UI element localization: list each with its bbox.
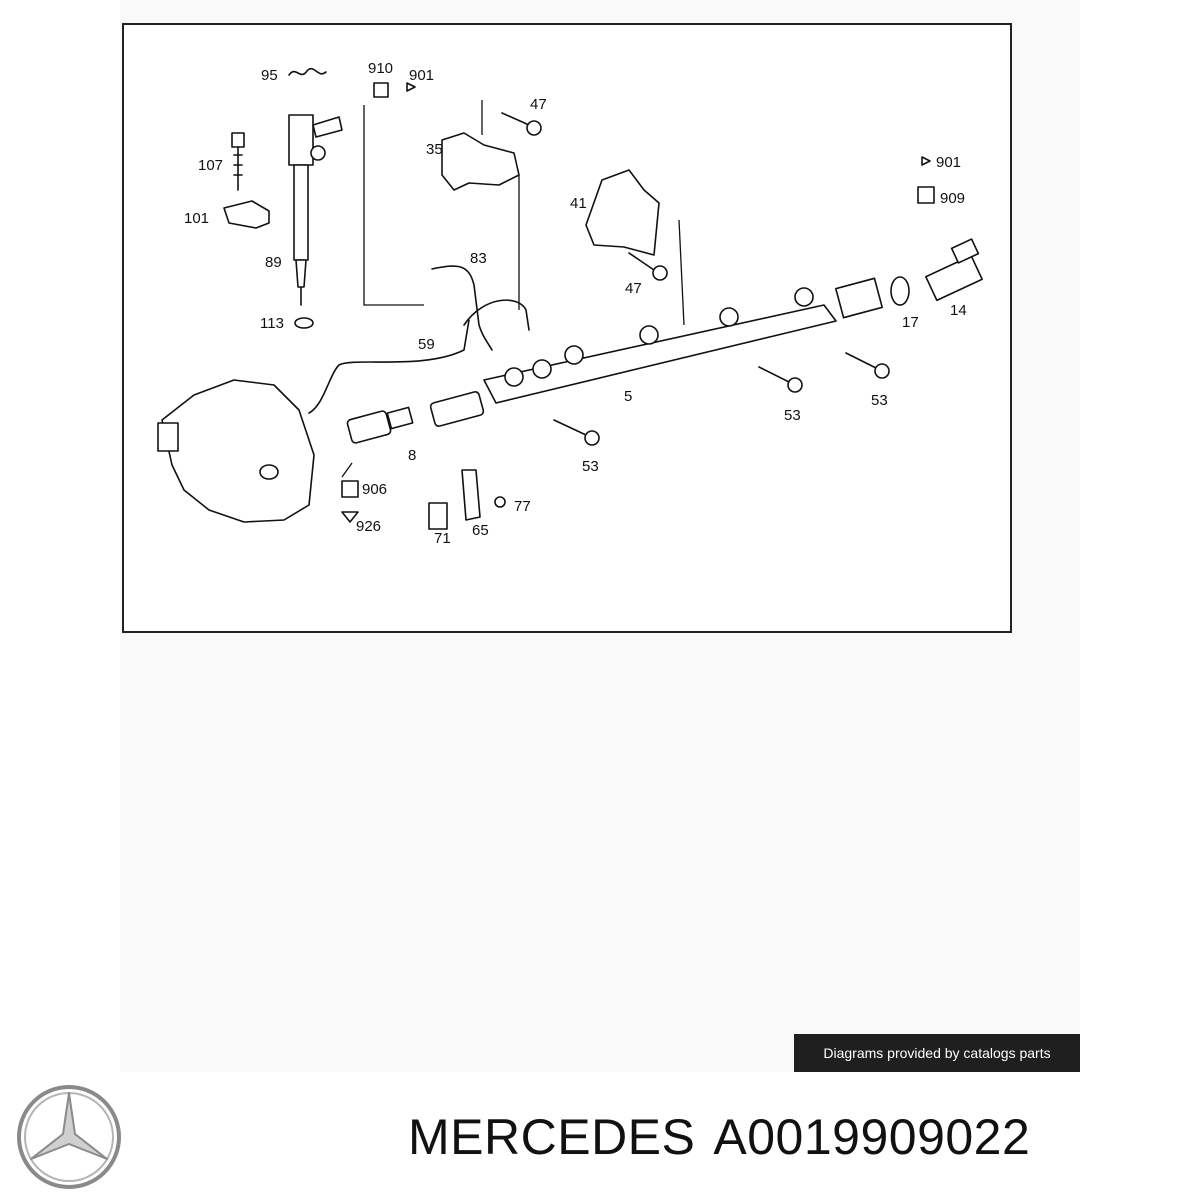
pump-port	[259, 464, 279, 480]
label-901: 901	[409, 67, 434, 84]
bolt-53-a	[553, 419, 600, 446]
label-89: 89	[265, 254, 282, 271]
label-17: 17	[902, 314, 919, 331]
pressure-regulator-14	[925, 238, 983, 302]
label-35: 35	[426, 141, 443, 158]
label-71: 71	[434, 530, 451, 547]
bolt-107	[231, 132, 245, 191]
label-909: 909	[940, 190, 965, 207]
label-8: 8	[408, 447, 416, 464]
label-901: 901	[936, 154, 961, 171]
fuel-line-83	[431, 265, 493, 351]
washer-113	[294, 317, 314, 329]
brand-and-part-number: MERCEDES A0019909022	[408, 1108, 1048, 1166]
o-ring-17	[890, 276, 910, 306]
rail-sensor	[429, 391, 485, 427]
fuel-line-83b	[463, 299, 530, 331]
fuel-rail-5	[483, 277, 884, 404]
label-53: 53	[582, 458, 599, 475]
label-14: 14	[950, 302, 967, 319]
label-926: 926	[356, 518, 381, 535]
high-pressure-pump	[161, 379, 315, 523]
label-53: 53	[784, 407, 801, 424]
credit-text: Diagrams provided by catalogs parts	[823, 1045, 1051, 1061]
label-65: 65	[472, 522, 489, 539]
label-107: 107	[198, 157, 223, 174]
sensor-8	[346, 406, 414, 444]
label-5: 5	[624, 388, 632, 405]
brand-name: MERCEDES	[408, 1109, 696, 1165]
label-906: 906	[362, 481, 387, 498]
bolt-53-b	[758, 366, 803, 393]
pump-connector	[157, 422, 179, 452]
parts-diagram: 95 910 901 47 35 107 101 89 113 83 41 47…	[122, 23, 1012, 633]
clamp-65	[461, 469, 481, 521]
bracket-35	[441, 132, 520, 191]
label-113: 113	[260, 315, 284, 332]
bolt-47-bottom	[628, 252, 668, 281]
callout-labels: 95 910 901 47 35 107 101 89 113 83 41 47…	[184, 60, 967, 547]
seal-901-top	[406, 82, 416, 92]
label-53: 53	[871, 392, 888, 409]
connector-909	[917, 186, 935, 204]
label-41: 41	[570, 195, 587, 212]
seal-901-right	[921, 156, 931, 166]
bolt-53-c	[845, 352, 890, 379]
part-number: A0019909022	[713, 1109, 1031, 1165]
connector-910	[373, 82, 389, 98]
connector-906	[341, 480, 359, 498]
seal-926	[341, 511, 359, 523]
diagram-svg: 95 910 901 47 35 107 101 89 113 83 41 47…	[157, 60, 983, 547]
mercedes-logo-icon	[14, 1082, 124, 1192]
clamp-101	[223, 200, 270, 229]
injector-89	[288, 114, 343, 306]
sleeve-71	[428, 502, 448, 530]
label-101: 101	[184, 210, 209, 227]
bolt-47-top	[501, 112, 542, 136]
label-47: 47	[530, 96, 547, 113]
fuel-line-59	[308, 319, 470, 414]
clip-95	[288, 67, 327, 76]
label-77: 77	[514, 498, 531, 515]
label-83: 83	[470, 250, 487, 267]
bracket-41	[585, 169, 660, 256]
label-59: 59	[418, 336, 435, 353]
label-95: 95	[261, 67, 278, 84]
label-910: 910	[368, 60, 393, 77]
leader-lines	[341, 100, 685, 478]
credit-banner: Diagrams provided by catalogs parts	[794, 1034, 1080, 1072]
screw-77	[494, 496, 506, 508]
label-47: 47	[625, 280, 642, 297]
